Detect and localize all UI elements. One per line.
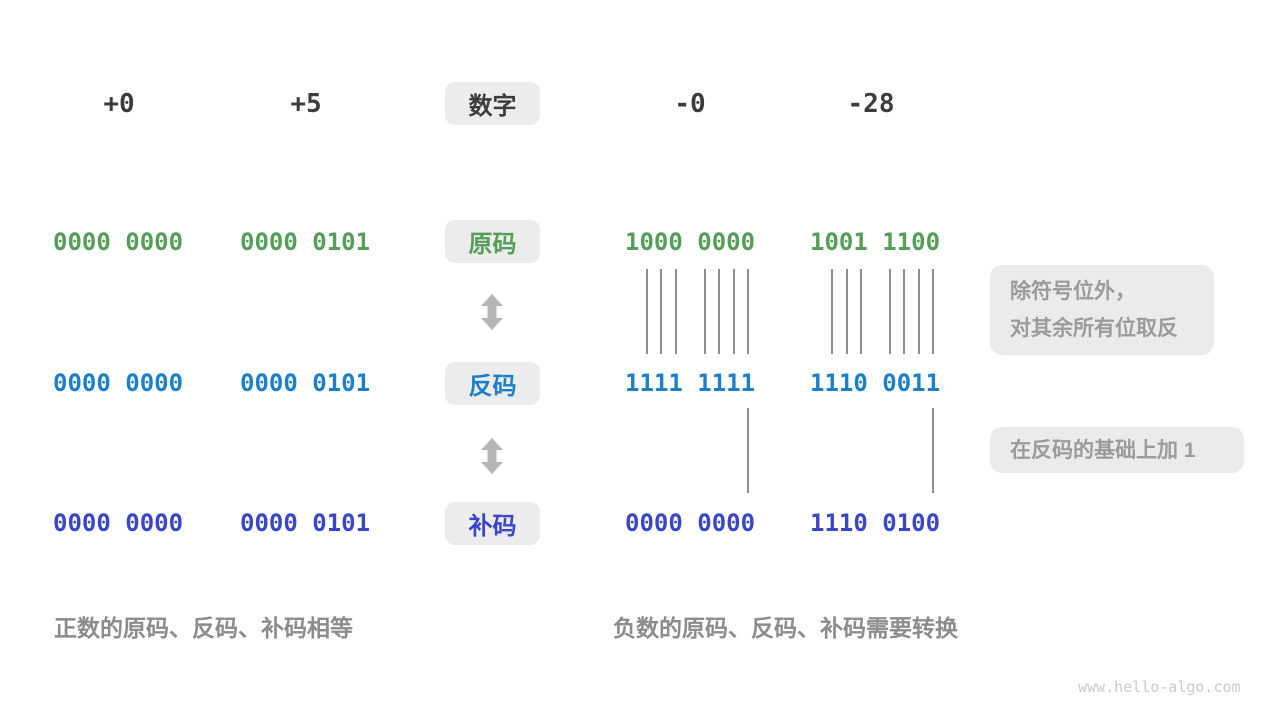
number-plus-zero: +0 [103, 89, 135, 119]
bit-line [718, 269, 720, 354]
header-chip-number-label: 数字 [468, 93, 517, 120]
chip-ones-complement-label: 反码 [468, 373, 517, 400]
ones-complement-minus0: 1111 1111 [625, 369, 756, 397]
caption-negative: 负数的原码、反码、补码需要转换 [613, 615, 958, 641]
bit-line [660, 269, 662, 354]
note-add-one-text: 在反码的基础上加 1 [1010, 438, 1196, 462]
bit-line [675, 269, 677, 354]
bit-line [932, 269, 934, 354]
number-plus-five: +5 [290, 89, 322, 119]
bit-line [860, 269, 862, 354]
twos-complement-plus0: 0000 0000 [53, 509, 184, 537]
twos-complement-minus28: 1110 0100 [810, 509, 941, 537]
bit-line [747, 269, 749, 354]
twos-complement-minus0: 0000 0000 [625, 509, 756, 537]
note-invert-bits-line2: 对其余所有位取反 [1010, 317, 1178, 340]
bit-line [646, 269, 648, 354]
chip-sign-magnitude-label: 原码 [468, 231, 517, 258]
note-invert-bits-line1: 除符号位外， [1010, 280, 1136, 303]
chip-sign-magnitude: 原码 [445, 220, 540, 263]
note-add-one: 在反码的基础上加 1 [990, 427, 1244, 473]
ones-complement-plus0: 0000 0000 [53, 369, 184, 397]
sign-magnitude-minus0: 1000 0000 [625, 228, 756, 256]
number-minus-28: -28 [847, 89, 895, 119]
up-down-arrow-icon [481, 294, 503, 330]
bit-line [918, 269, 920, 354]
ones-complement-minus28: 1110 0011 [810, 369, 941, 397]
chip-twos-complement-label: 补码 [468, 513, 517, 540]
sign-magnitude-plus5: 0000 0101 [240, 228, 371, 256]
add-one-line [932, 408, 934, 493]
chip-twos-complement: 补码 [445, 502, 540, 545]
bit-line [704, 269, 706, 354]
bit-line [733, 269, 735, 354]
bit-line [889, 269, 891, 354]
ones-complement-plus5: 0000 0101 [240, 369, 371, 397]
twos-complement-plus5: 0000 0101 [240, 509, 371, 537]
bit-line [846, 269, 848, 354]
site-watermark: www.hello-algo.com [1078, 678, 1241, 696]
chip-ones-complement: 反码 [445, 362, 540, 405]
header-chip-number: 数字 [445, 82, 540, 125]
note-invert-bits: 除符号位外， 对其余所有位取反 [990, 265, 1214, 355]
sign-magnitude-minus28: 1001 1100 [810, 228, 941, 256]
caption-positive: 正数的原码、反码、补码相等 [54, 615, 353, 641]
up-down-arrow-icon [481, 438, 503, 474]
number-minus-zero: -0 [674, 89, 706, 119]
add-one-line [747, 408, 749, 493]
sign-magnitude-plus0: 0000 0000 [53, 228, 184, 256]
bit-line [831, 269, 833, 354]
bit-line [903, 269, 905, 354]
